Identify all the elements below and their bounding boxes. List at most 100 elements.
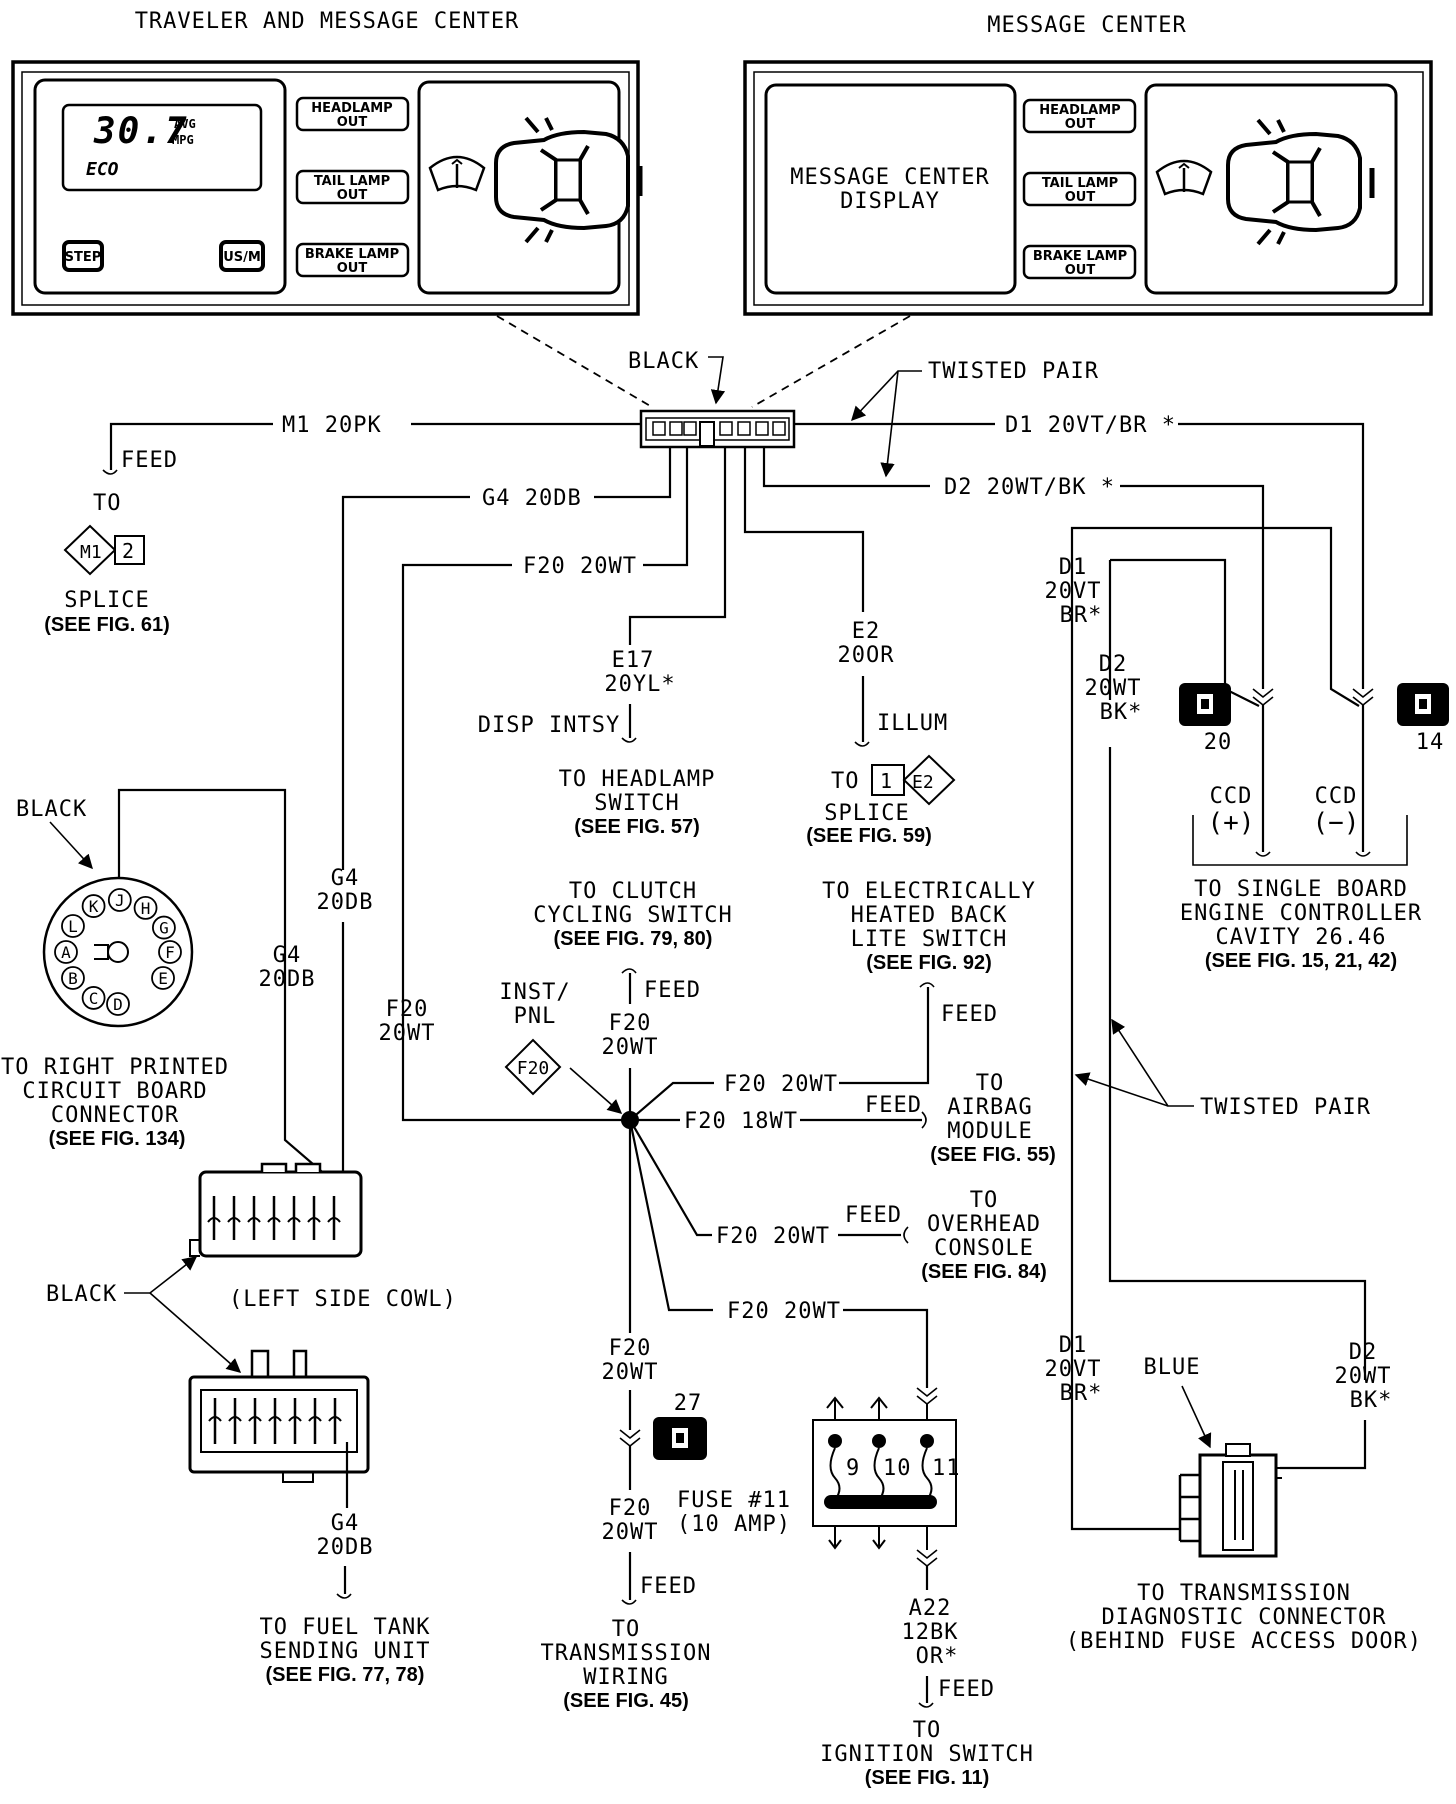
cowl-connector-upper [189,1162,363,1258]
round-connector-pin-label: K [89,897,99,916]
clutch-feed: FEED [644,978,701,1003]
step-button[interactable] [62,240,104,272]
round-connector-pin [61,914,85,938]
cowl-connector-lower [188,1349,370,1483]
round-connector-pin [81,894,106,918]
e17-to-line2: SWITCH [594,791,679,816]
g4-label-c-1: G4 [331,1511,360,1536]
e17-to-line1: TO HEADLAMP [559,767,716,792]
mc-brake-lamp-out-label: BRAKE LAMP [1033,249,1127,264]
mc-headlamp-out-label-2: OUT [1065,117,1096,132]
trans-to-1: TO [612,1617,641,1642]
wire-m1-label: M1 20PK [282,413,382,438]
wire-d1-label: D1 20VT/BR * [1005,413,1176,438]
round-connector-pin [61,966,85,990]
overhead-to-2: OVERHEAD [927,1212,1041,1237]
trans-f20-c: F20 [609,1496,652,1521]
ccd-plus-label: CCD [1210,784,1253,809]
ccd-cavity-14-label: 14 [1416,730,1445,755]
message-center-panel: MESSAGE CENTER DISPLAY HEADLAMP OUT TAIL… [743,60,1433,316]
e2-to: TO [831,769,860,794]
fuse-pin-10: 10 [883,1456,912,1481]
round-connector-pin [107,888,132,912]
brake-lamp-out-label: BRAKE LAMP [305,247,399,262]
a22-id: A22 [909,1596,952,1621]
backlite-feed: FEED [941,1002,998,1027]
round-connector-pin [54,940,78,964]
round-connector-pin-label: G [159,919,169,938]
main-connector [639,409,796,449]
ccd-minus-sign: (−) [1313,808,1360,838]
trans-f20-a: F20 [609,1336,652,1361]
diag-d2-color: BK* [1350,1388,1393,1413]
brake-lamp-out-label-2: OUT [337,261,368,276]
headlamp-out-label: HEADLAMP [311,101,392,116]
a22-gauge: 12BK [902,1620,959,1645]
round-connector-color: BLACK [16,797,87,822]
fuse-block [812,1396,957,1550]
message-center-title: MESSAGE CENTER [987,13,1186,38]
fuse-label-2: (10 AMP) [677,1512,791,1537]
wire-d2-label: D2 20WT/BK * [944,475,1115,500]
ccd-minus-label: CCD [1315,784,1358,809]
washer-icon [428,155,486,192]
round-connector-pin-label: F [165,943,175,962]
m1-to-label: TO [93,491,122,516]
clutch-to-1: TO CLUTCH [569,879,697,904]
airbag-ref: (SEE FIG. 55) [930,1144,1056,1166]
mc-headlamp-out-indicator [1022,98,1137,134]
round-connector-to-1: TO RIGHT PRINTED [1,1055,229,1080]
fuel-tank-to-2: SENDING UNIT [260,1639,431,1664]
overhead-to-1: TO [970,1188,999,1213]
m1-splice-label: SPLICE [64,588,149,613]
fuel-tank-ref: (SEE FIG. 77, 78) [266,1664,425,1686]
ccd-d2-color: BK* [1100,700,1143,725]
trip-display [61,103,263,192]
e17-gauge: 20YL* [604,672,675,697]
round-connector-pin-label: B [68,969,78,988]
e17-disp-intsy: DISP INTSY [478,713,620,738]
diag-d1-id: D1 [1059,1333,1088,1358]
round-connector-pin [151,966,175,990]
diag-d2-gauge: 20WT [1335,1364,1392,1389]
trans-f20-b: 20WT [602,1360,659,1385]
branch-airbag-label: F20 18WT [684,1109,798,1134]
trans-f20-d: 20WT [602,1520,659,1545]
cowl-black-label: BLACK [46,1282,117,1307]
round-connector-pin [158,940,182,964]
sbec-to-line1: TO SINGLE BOARD [1194,877,1408,902]
traveler-title: TRAVELER AND MESSAGE CENTER [135,9,520,34]
diag-connector [1178,1443,1282,1558]
overhead-feed: FEED [845,1203,902,1228]
clutch-ref: (SEE FIG. 79, 80) [554,928,713,950]
diag-d1-gauge: 20VT [1045,1357,1102,1382]
mc-tail-lamp-out-label: TAIL LAMP [1042,176,1118,191]
backlite-to-1: TO ELECTRICALLY [822,879,1036,904]
step-button-label: STEP [65,250,102,265]
trip-display-eco: ECO [86,159,119,180]
fuse-pin-11: 11 [932,1456,961,1481]
round-connector-pin-label: H [141,899,151,918]
diag-d1-color: BR* [1060,1381,1103,1406]
fuse-pin-9: 9 [846,1456,860,1481]
tail-lamp-out-label-2: OUT [337,188,368,203]
diag-d2-id: D2 [1349,1340,1378,1365]
e2-id: E2 [852,619,881,644]
g4-label-b-1: G4 [273,943,302,968]
left-f20-a: F20 [386,997,429,1022]
inst-pnl-splice-id: F20 [517,1058,550,1079]
overhead-to-3: CONSOLE [934,1236,1034,1261]
mc-tail-lamp-out-label-2: OUT [1065,190,1096,205]
a22-feed: FEED [938,1677,995,1702]
round-connector-pin-label: E [158,969,168,988]
trip-display-avg: AVG [174,117,196,131]
ccd-d1-color: BR* [1060,603,1103,628]
message-display-line1: MESSAGE CENTER [790,165,989,190]
e2-ref: (SEE FIG. 59) [806,825,932,847]
mc-brake-lamp-out-indicator [1022,244,1137,280]
e2-gauge: 20OR [838,643,895,668]
us-m-button[interactable] [219,240,265,272]
g4-label-c-2: 20DB [317,1535,374,1560]
connector-color-label: BLACK [628,349,699,374]
